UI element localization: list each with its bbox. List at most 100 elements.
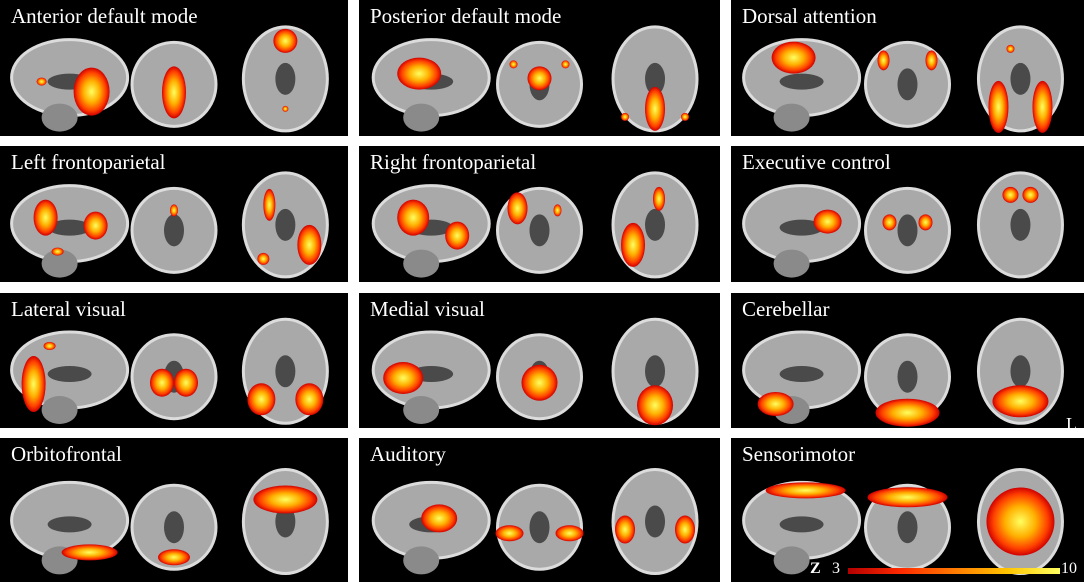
brain-slice-coronal xyxy=(130,186,218,274)
network-panel: Lateral visual xyxy=(0,293,348,428)
network-panel: Cerebellar xyxy=(731,293,1084,428)
colorbar: Z 3 10 xyxy=(806,558,1082,580)
brain-slices xyxy=(371,171,699,279)
activation-blob xyxy=(553,204,562,217)
activation-blob xyxy=(43,342,56,350)
network-panel: Posterior default mode xyxy=(359,0,720,136)
brain-slices xyxy=(742,25,1064,133)
activation-blob xyxy=(757,392,794,416)
activation-blob xyxy=(73,67,110,116)
panel-title: Posterior default mode xyxy=(370,4,562,28)
activation-blob xyxy=(383,362,424,394)
activation-blob xyxy=(170,204,178,217)
activation-blob xyxy=(33,199,58,236)
activation-blob xyxy=(882,214,897,231)
activation-blob xyxy=(986,487,1055,556)
activation-blob xyxy=(925,50,938,71)
activation-blob xyxy=(645,86,666,131)
network-panel: Sensorimotor xyxy=(731,438,1084,582)
brain-slices xyxy=(371,468,699,576)
activation-blob xyxy=(297,224,322,265)
brain-slices xyxy=(742,468,1064,576)
activation-blob xyxy=(615,515,636,544)
activation-blob xyxy=(263,188,276,221)
panel-title: Anterior default mode xyxy=(11,4,198,28)
panel-title: Left frontoparietal xyxy=(11,150,166,174)
network-panel: Right frontoparietal xyxy=(359,146,720,282)
activation-blob xyxy=(992,385,1049,418)
panel-title: Lateral visual xyxy=(11,297,126,321)
activation-blob xyxy=(273,28,298,53)
network-panel: Auditory xyxy=(359,438,720,582)
activation-blob xyxy=(771,41,816,74)
network-panel: Executive control xyxy=(731,146,1084,282)
panel-title: Orbitofrontal xyxy=(11,442,122,466)
network-panel: Left frontoparietal xyxy=(0,146,348,282)
activation-blob xyxy=(150,368,174,397)
network-panel: Dorsal attention xyxy=(731,0,1084,136)
network-panel: Orbitofrontal xyxy=(0,438,348,582)
colorbar-label: Z xyxy=(810,560,821,577)
activation-blob xyxy=(555,525,584,542)
colorbar-min: 3 xyxy=(832,560,840,577)
brain-slice-sagittal xyxy=(742,184,862,278)
activation-blob xyxy=(1032,80,1053,133)
activation-blob xyxy=(1022,186,1039,203)
brain-slices xyxy=(742,171,1064,279)
activation-blob xyxy=(495,525,524,542)
network-panel: Medial visual xyxy=(359,293,720,428)
activation-blob xyxy=(1006,44,1015,53)
brain-slices xyxy=(10,317,329,425)
activation-blob xyxy=(877,50,890,71)
activation-blob xyxy=(295,383,324,416)
brain-slice-sagittal xyxy=(10,480,130,575)
brain-slice-axial xyxy=(241,25,329,133)
activation-blob xyxy=(162,66,186,119)
activation-blob xyxy=(561,60,570,69)
activation-blob xyxy=(621,112,630,121)
activation-blob xyxy=(21,356,46,412)
brain-slice-coronal xyxy=(496,483,583,571)
activation-blob xyxy=(36,77,47,86)
brain-slices xyxy=(10,25,329,133)
activation-blob xyxy=(421,504,458,533)
activation-blob xyxy=(247,383,276,416)
activation-blob xyxy=(51,247,64,256)
activation-blob xyxy=(1002,186,1019,203)
activation-blob xyxy=(158,549,190,566)
activation-blob xyxy=(875,398,940,427)
panel-title: Right frontoparietal xyxy=(370,150,537,174)
panel-title: Executive control xyxy=(742,150,891,174)
brain-slice-coronal xyxy=(864,40,951,128)
activation-blob xyxy=(765,482,846,499)
brain-slice-axial xyxy=(611,468,699,576)
activation-blob xyxy=(988,80,1009,133)
colorbar-max: 10 xyxy=(1061,560,1077,577)
activation-blob xyxy=(675,515,696,544)
activation-blob xyxy=(507,192,528,225)
activation-blob xyxy=(282,105,289,112)
brain-slice-coronal xyxy=(130,333,218,421)
brain-slice-coronal xyxy=(864,186,951,274)
brain-slice-sagittal xyxy=(371,184,491,278)
panel-title: Cerebellar xyxy=(742,297,830,321)
brain-slice-axial xyxy=(976,171,1064,279)
brain-slice-sagittal xyxy=(10,38,130,132)
activation-blob xyxy=(621,222,646,267)
activation-blob xyxy=(174,368,198,397)
panel-title: Auditory xyxy=(370,442,446,466)
brain-slice-sagittal xyxy=(742,480,862,575)
activation-blob xyxy=(397,57,442,90)
activation-blob xyxy=(397,199,430,236)
activation-blob xyxy=(521,364,558,401)
panel-title: Dorsal attention xyxy=(742,4,877,28)
panel-title: Medial visual xyxy=(370,297,485,321)
brain-slice-sagittal xyxy=(10,184,130,278)
activation-blob xyxy=(83,211,108,240)
activation-blob xyxy=(257,252,270,265)
orientation-label: L xyxy=(1066,414,1077,434)
activation-blob xyxy=(813,209,842,234)
brain-slices xyxy=(10,468,329,576)
panel-title: Sensorimotor xyxy=(742,442,856,466)
